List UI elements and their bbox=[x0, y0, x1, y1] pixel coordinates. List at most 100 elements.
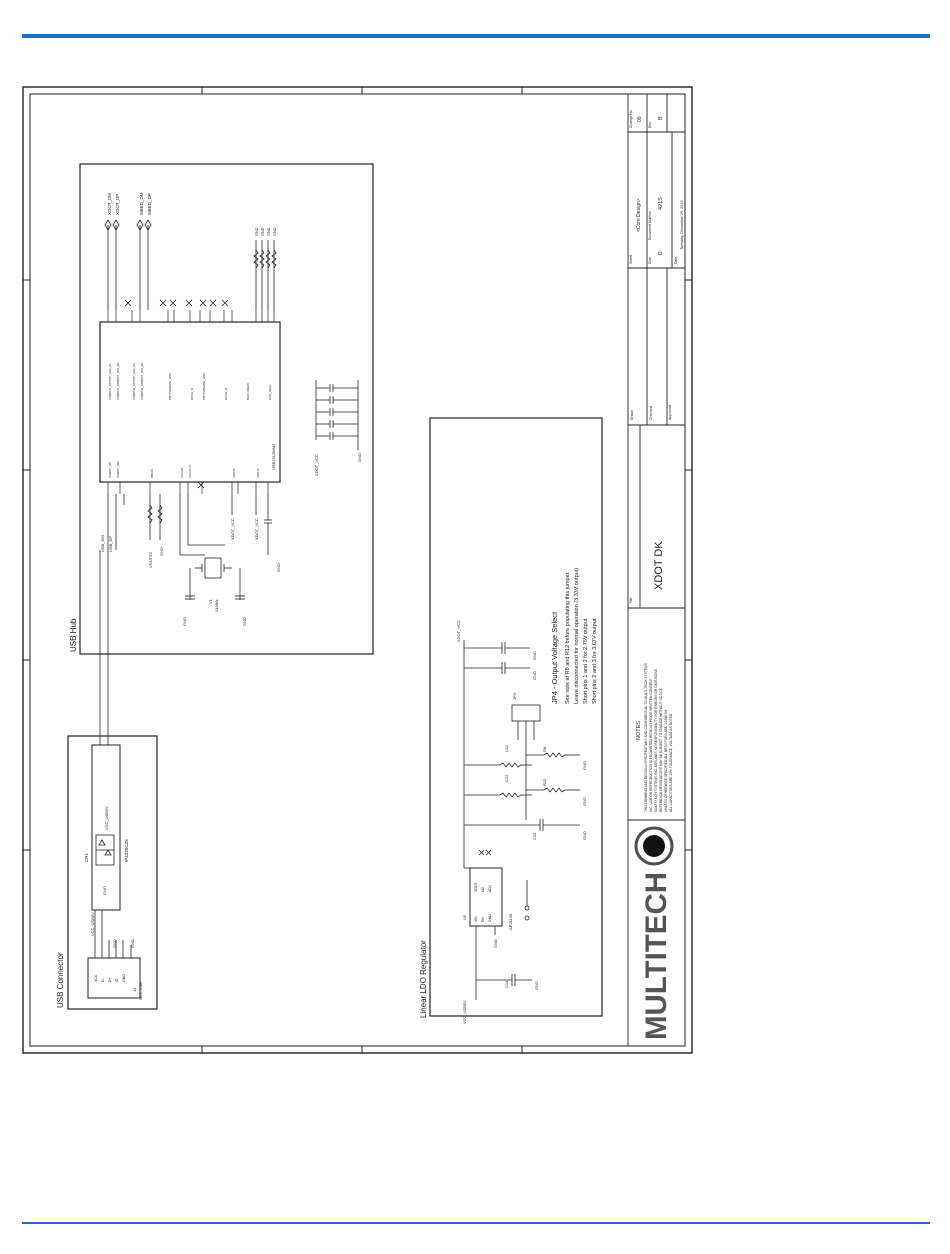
sheet-label: Sheet bbox=[629, 255, 633, 264]
svg-text:GND: GND bbox=[261, 227, 265, 236]
date-value: Tuesday, December 29, 2015 bbox=[680, 200, 684, 250]
zone-ticks bbox=[23, 87, 692, 1053]
usb-connector-vcc: VCC_USB5V bbox=[90, 912, 95, 936]
svg-text:XTALIN: XTALIN bbox=[180, 468, 184, 478]
svg-text:VCC_USB5V: VCC_USB5V bbox=[462, 1000, 467, 1024]
size-value: D bbox=[658, 251, 664, 255]
hub-gnd-labels: GND GND GND GND bbox=[255, 227, 277, 236]
sheet-border-inner bbox=[29, 93, 686, 1047]
svg-text:GND: GND bbox=[255, 227, 259, 236]
crystal-label: 24MHz bbox=[214, 599, 219, 612]
svg-text:GND: GND bbox=[493, 939, 498, 948]
svg-text:USBDN2_DM/PRT_DIS_M2: USBDN2_DM/PRT_DIS_M2 bbox=[140, 362, 144, 400]
svg-text:JP4: JP4 bbox=[512, 692, 517, 700]
usb-connector-pins bbox=[94, 910, 132, 958]
usb-hub-block bbox=[79, 163, 374, 655]
svg-text:GND: GND bbox=[534, 981, 539, 990]
svg-text:R12: R12 bbox=[542, 778, 547, 786]
esd-vcc: VCC_USB5V bbox=[104, 806, 109, 830]
vout33-label: VOUT33 bbox=[148, 552, 153, 568]
svg-text:OCS2_N: OCS2_N bbox=[224, 388, 228, 400]
drawn-label: Drawn bbox=[630, 410, 634, 420]
ldo-block bbox=[429, 417, 603, 1017]
svg-text:GND: GND bbox=[582, 761, 587, 770]
svg-text:VCC: VCC bbox=[94, 974, 98, 982]
hub-resistor-bank bbox=[253, 240, 277, 310]
xdot-dp-label: XDOT_DP bbox=[115, 194, 120, 215]
svg-text:ID: ID bbox=[115, 978, 119, 982]
ldo-label: Linear LDO Regulator bbox=[419, 940, 428, 1018]
usb-connector bbox=[87, 957, 141, 999]
svg-text:USBDN1_DM/PRT_DIS_M1: USBDN1_DM/PRT_DIS_M1 bbox=[116, 362, 120, 400]
jp4-line-3: Short pins 1 and 2 for 2.75V output bbox=[583, 618, 589, 704]
crystal-gnd-1: GND bbox=[182, 617, 187, 626]
svg-text:VDD12: VDD12 bbox=[256, 468, 260, 478]
usb-dm-hub-label: USB_DM bbox=[100, 535, 105, 552]
footer-rule bbox=[22, 1222, 930, 1224]
hub-cap-vcc-label: XDOT_VCC bbox=[314, 454, 319, 476]
svg-text:C13: C13 bbox=[532, 832, 537, 840]
notes-line-3: MULTI-TECH SYSTEMS INC. ASSUMES NO RESPO… bbox=[654, 668, 658, 812]
jp4-line-1: See note at R8 and R12 before populating… bbox=[565, 571, 571, 704]
crystal-ref: Y1 bbox=[208, 598, 213, 604]
svg-text:GND: GND bbox=[582, 831, 587, 840]
usb-pair-route bbox=[99, 550, 109, 745]
notes-line-2: INC. USE OR REPRODUCTION IS PROHIBITED W… bbox=[649, 679, 653, 812]
jp4-line-4: Short pins 2 and 3 for 3.67V output bbox=[592, 618, 598, 704]
ldo-ref: U5 bbox=[462, 914, 467, 920]
hub-gnd-bottom: GND bbox=[159, 547, 164, 556]
svg-text:VDD33: VDD33 bbox=[232, 468, 236, 478]
usb-connector-ref: J1 bbox=[132, 987, 137, 992]
sheet-name: <Core Design> bbox=[636, 198, 642, 232]
sheet-border-outer bbox=[22, 86, 693, 1054]
header-rule bbox=[22, 34, 930, 38]
hub-ic-label: USB2512B/M2 bbox=[271, 443, 276, 470]
jp4-title: JP4 - Output Voltage Select bbox=[550, 611, 559, 704]
usb-connector-label: USB Connector bbox=[56, 952, 65, 1008]
svg-text:USBUP_DM: USBUP_DM bbox=[116, 461, 120, 478]
usb-dp-hub-label: USB_DP bbox=[108, 536, 113, 552]
svg-text:PRTPWR2/BC_EN2: PRTPWR2/BC_EN2 bbox=[202, 373, 206, 400]
hub-ic-pins bbox=[107, 310, 275, 494]
ldo-net-labels: XDOT_VCC VCC_USB5V GND GND GND GND GND G… bbox=[456, 620, 587, 1024]
svg-text:GND: GND bbox=[273, 227, 277, 236]
svg-text:USBUP_DP: USBUP_DP bbox=[108, 462, 112, 478]
doc-number: 421S bbox=[658, 197, 664, 210]
notes-line-4: REFERENCE DESIGNATORS MAY BE SUBJECT TO … bbox=[659, 687, 663, 812]
notes-title: NOTES bbox=[636, 721, 642, 740]
hub-decoupling-caps bbox=[315, 380, 359, 450]
hub-ic bbox=[99, 321, 281, 483]
svg-text:GND: GND bbox=[532, 671, 537, 680]
ldo-ic-pin-names: VIN EN GND VOUT NC ADJ bbox=[474, 881, 492, 922]
hub-vcc-b: XDOT_VCC bbox=[254, 518, 259, 540]
svg-text:GND: GND bbox=[488, 914, 492, 922]
notes-line-6: ALL CAPACITORS ARE 10% TOLERANCE, VOLTAG… bbox=[669, 713, 673, 812]
svg-text:GND: GND bbox=[122, 974, 126, 982]
ldo-part: AP2112K bbox=[508, 913, 513, 930]
notes-line-5: UNLESS OTHERWISE SPECIFIED ALL RESISTORS… bbox=[664, 710, 668, 812]
hub-vcc-a: XDOT_VCC bbox=[230, 518, 235, 540]
svg-text:C11: C11 bbox=[504, 744, 509, 752]
svg-text:R8: R8 bbox=[542, 746, 547, 752]
checked-label: Checked bbox=[649, 406, 653, 420]
ldo-ic bbox=[469, 867, 503, 927]
svg-text:OCS1_N: OCS1_N bbox=[190, 388, 194, 400]
svg-text:XTALOUT: XTALOUT bbox=[188, 464, 192, 478]
svg-text:VIN: VIN bbox=[474, 916, 478, 922]
usb-connector-part: MINI USB bbox=[138, 982, 143, 1000]
hub-cap-gnd-label: GND bbox=[357, 453, 362, 462]
notes-line-1: THIS DRAWING AND DESIGN IS PROPRIETARY A… bbox=[644, 662, 648, 812]
date-label: Date bbox=[674, 257, 678, 264]
jp4-line-2: Leave disconnected for normal operation … bbox=[574, 568, 580, 704]
drawing-title: XDOT DK bbox=[653, 541, 665, 590]
title-label: Title bbox=[629, 597, 633, 604]
usb-connector-gnd-a: GND bbox=[112, 939, 117, 948]
svg-text:USBDN2_DP/PRT_DIS_P2: USBDN2_DP/PRT_DIS_P2 bbox=[132, 363, 136, 400]
svg-text:GND: GND bbox=[267, 227, 271, 236]
hub-bottom-right-nets bbox=[197, 481, 272, 555]
svg-text:EN: EN bbox=[481, 917, 485, 922]
esd-ref: CR1 bbox=[84, 853, 89, 862]
hub-bottom-left-nets bbox=[107, 494, 163, 550]
usb-hub-label: USB Hub bbox=[69, 618, 78, 652]
